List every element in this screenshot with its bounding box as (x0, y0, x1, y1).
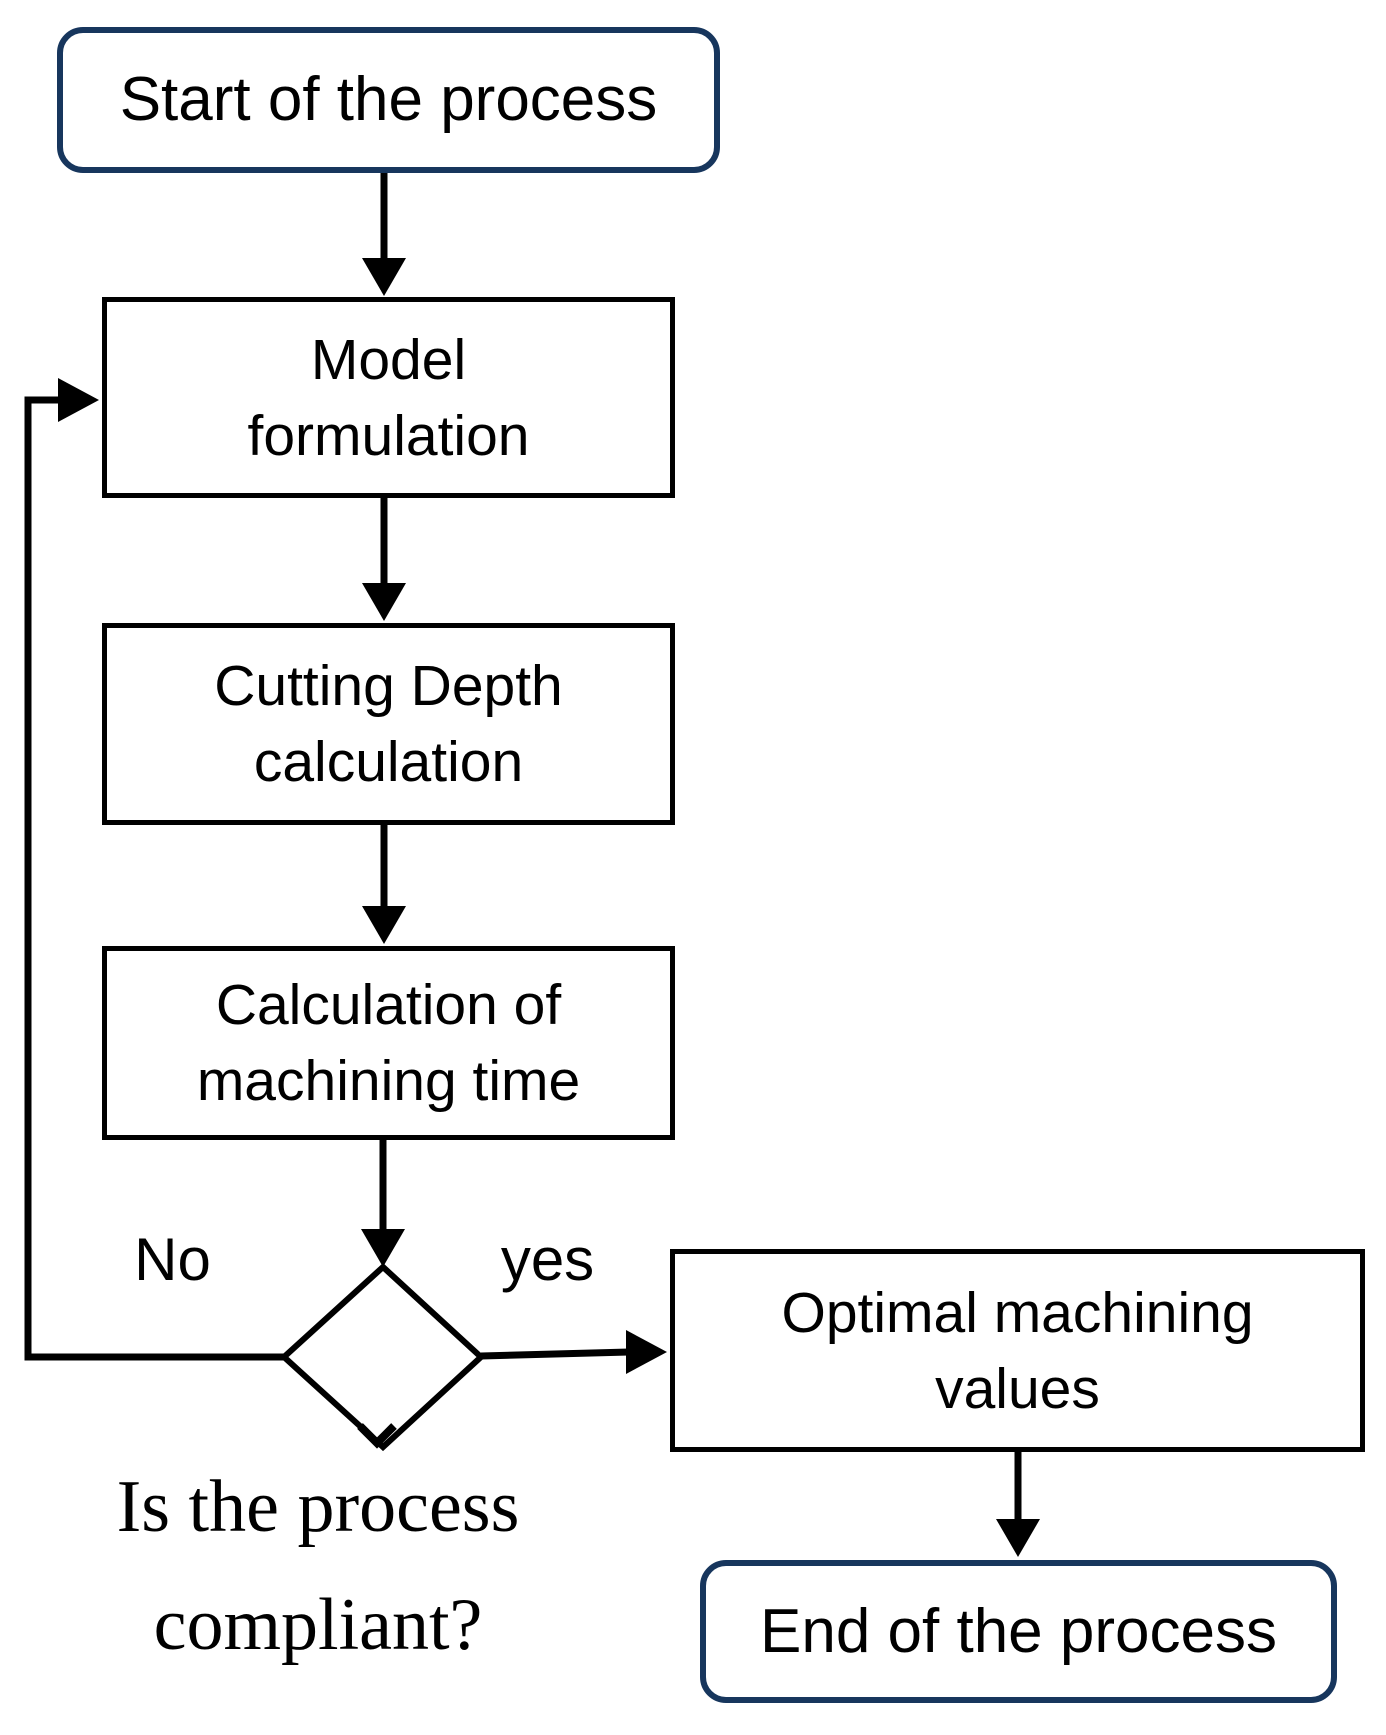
machining-node-label-line1: Calculation of (215, 973, 562, 1037)
end-node-label: End of the process (760, 1596, 1277, 1666)
arrow-start-to-model (362, 173, 406, 296)
decision-question-line1: Is the process (116, 1466, 520, 1548)
arrow-optimal-to-end (996, 1452, 1040, 1557)
optimal-node-label-line1: Optimal machining (781, 1280, 1254, 1345)
diamond-bottom-caret-icon (357, 1423, 397, 1449)
arrow-machining-to-decision (361, 1140, 405, 1267)
decision-question-line2: compliant? (153, 1584, 483, 1666)
optimal-node-label-line2: values (935, 1356, 1100, 1421)
cutting-depth-node: Cutting Depth calculation (102, 623, 675, 825)
machining-node-label-line2: machining time (196, 1049, 581, 1113)
machining-time-node: Calculation of machining time (102, 946, 675, 1140)
model-formulation-node: Model formulation (102, 297, 675, 498)
decision-question-label: Is the process compliant? (38, 1448, 598, 1684)
model-node-label-line2: formulation (247, 403, 530, 468)
arrow-model-to-cutting (362, 498, 406, 621)
end-node: End of the process (700, 1560, 1337, 1703)
model-node-label-line1: Model (310, 327, 467, 392)
decision-diamond-shape (279, 1262, 486, 1452)
yes-edge-label: yes (500, 1226, 595, 1293)
start-node: Start of the process (57, 27, 720, 173)
optimal-values-node: Optimal machining values (670, 1249, 1365, 1452)
cutting-node-label-line1: Cutting Depth (214, 654, 563, 718)
cutting-node-label-line2: calculation (253, 730, 524, 794)
arrow-cutting-to-machining (362, 825, 406, 944)
yes-connector (480, 1330, 667, 1374)
no-edge-label: No (134, 1226, 211, 1293)
start-node-label: Start of the process (119, 65, 658, 134)
no-loop-connector (24, 378, 284, 1361)
